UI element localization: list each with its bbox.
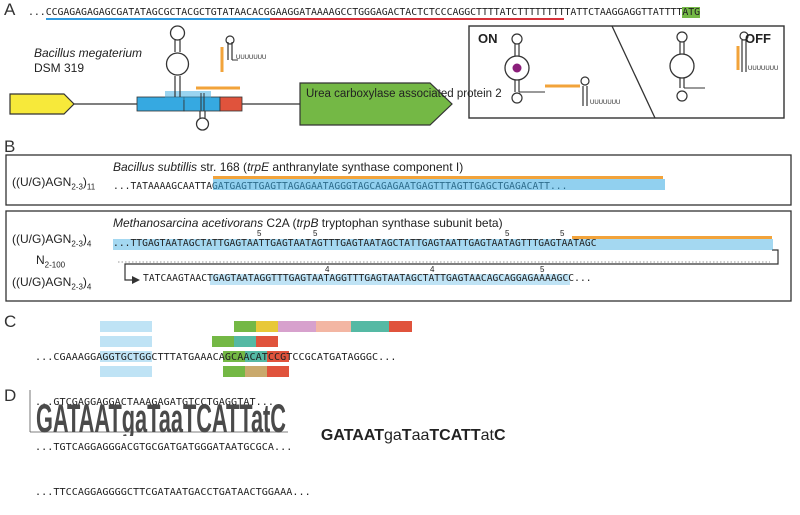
panel-label-a: A: [4, 0, 16, 19]
panel-c-row-1: ...CGAAAGGAGGTGCTGGCTTTATGAAACAGCAACATCC…: [35, 352, 397, 363]
on-off-box: [468, 25, 785, 119]
panel-label-d: D: [4, 386, 17, 405]
seq-red-segment: GAAGGATAAAAGCCTGGGAGACTACTCTCCCAGGCTTTTA…: [269, 7, 565, 20]
box2-highlight-1: [113, 239, 773, 250]
urea-gene-arrow: [299, 82, 453, 126]
spacing-3: 5: [505, 229, 510, 238]
seq-blue-segment: CCGAGAGAGAGCGATATAGCGCTACGCTGTATAACACG: [45, 7, 270, 20]
off-label: OFF: [745, 31, 771, 46]
upstream-gene-arrow: [9, 93, 75, 115]
on-label: ON: [478, 31, 498, 46]
strain-name: DSM 319: [34, 61, 85, 75]
line-wrap-arrow: [124, 249, 779, 281]
poly-u-off: UUUUUUU: [748, 66, 779, 72]
box2-highlight-2: [210, 274, 570, 285]
spacing-7: 5: [540, 265, 545, 274]
panel-a-diagram: [5, 25, 792, 302]
consensus-sequence: GATAATgaTaaTCATTatC: [320, 427, 506, 444]
red-block: [219, 96, 243, 112]
spacing-1: 5: [257, 229, 262, 238]
gene-label: Urea carboxylase associated protein 2: [306, 88, 502, 100]
terminator-hairpin: [225, 35, 235, 45]
panel-a-sequence: ...CCGAGAGAGAGCGATATAGCGCTACGCTGTATAACAC…: [28, 7, 701, 20]
box1-orange-bar: [213, 176, 663, 179]
panel-label-b: B: [4, 137, 16, 156]
seq-prefix: ...: [28, 7, 46, 18]
sequence-logo: GATAATgaTaaTCATTatC: [29, 390, 288, 436]
ligand-dot: [512, 63, 522, 73]
logo-text: GATAATgaTaaTCATTatC: [36, 397, 286, 436]
seq-rest: TATTCTAAGGAGGTTATTTT: [564, 7, 683, 18]
panel-b-box-1: [5, 154, 792, 206]
spacing-6: 4: [430, 265, 435, 274]
organism-name: Bacillus megaterium: [34, 46, 143, 60]
overlap-shade: [165, 91, 211, 100]
panel-c-row-2: ...GTCGAGGAGGACTAAAGAGATGTCCTGAGGTAT...: [35, 397, 274, 408]
box2-orange-bar: [572, 236, 772, 239]
motif-label-2: ((U/G)AGN2-3)4 N2-100 ((U/G)AGN2-3)4: [12, 232, 92, 292]
seq-start-codon: ATG: [682, 7, 701, 18]
stem-loop-large: [165, 52, 190, 76]
spacing-5: 4: [325, 265, 330, 274]
box2-sequence-2: TATCAAGTAACTGAGTAATAGGTTTGAGTAATAGGTTTGA…: [143, 273, 592, 284]
box2-sequence-1: ...TTGAGTAATAGCTATTGAGTAATTGAGTAATAGTTTG…: [113, 238, 597, 249]
spacing-2: 5: [313, 229, 318, 238]
panel-c-row-4: ...TTCCAGGAGGGGCTTCGATAATGACCTGATAACTGGA…: [35, 487, 311, 498]
box2-title: Methanosarcina acetivorans C2A (trpB try…: [113, 216, 503, 230]
panel-label-c: C: [4, 312, 17, 331]
spacing-4: 5: [560, 229, 565, 238]
motif-label-1: ((U/G)AGN2-3)11: [12, 175, 96, 192]
on-off-divider: [611, 25, 656, 119]
poly-u-a: UUUUUUU: [236, 55, 267, 61]
panel-b-box-2: [5, 210, 792, 302]
poly-u-on: UUUUUUU: [590, 100, 621, 106]
box1-title: Bacillus subtillis str. 168 (trpE anthra…: [113, 160, 464, 174]
box1-highlight: [213, 179, 665, 190]
